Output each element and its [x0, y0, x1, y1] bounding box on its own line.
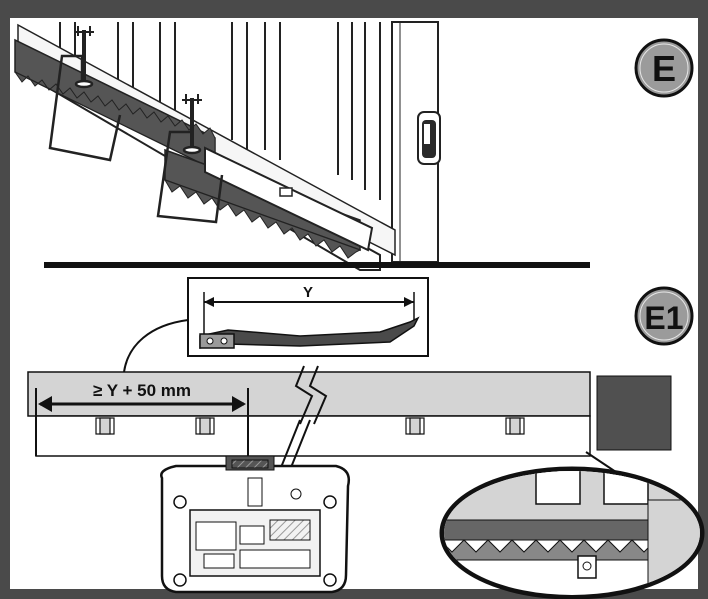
- motor-control-unit: [160, 419, 350, 594]
- badge-e1-label: E1: [644, 300, 683, 336]
- clamp-left: [48, 26, 122, 162]
- badge-e1: E1: [634, 286, 694, 346]
- rack-end-segment: [204, 146, 374, 252]
- top-border: [0, 0, 708, 18]
- badge-e-label: E: [652, 48, 676, 89]
- zoom-detail: [439, 466, 705, 599]
- end-block: [596, 375, 672, 451]
- dimension-y-label: Y: [303, 284, 313, 301]
- panel-e-illustration: [14, 21, 590, 271]
- rack-rail: [27, 365, 672, 457]
- inset-lever: Y: [187, 277, 429, 357]
- dimension-min-label: ≥ Y + 50 mm: [93, 381, 191, 400]
- inset-leader: [123, 319, 189, 373]
- panel-divider: [44, 262, 590, 268]
- dimension-min-length: ≥ Y + 50 mm: [35, 381, 249, 456]
- key-selector-device: [417, 111, 441, 165]
- badge-e: E: [634, 38, 694, 98]
- clamp-right: [156, 94, 224, 224]
